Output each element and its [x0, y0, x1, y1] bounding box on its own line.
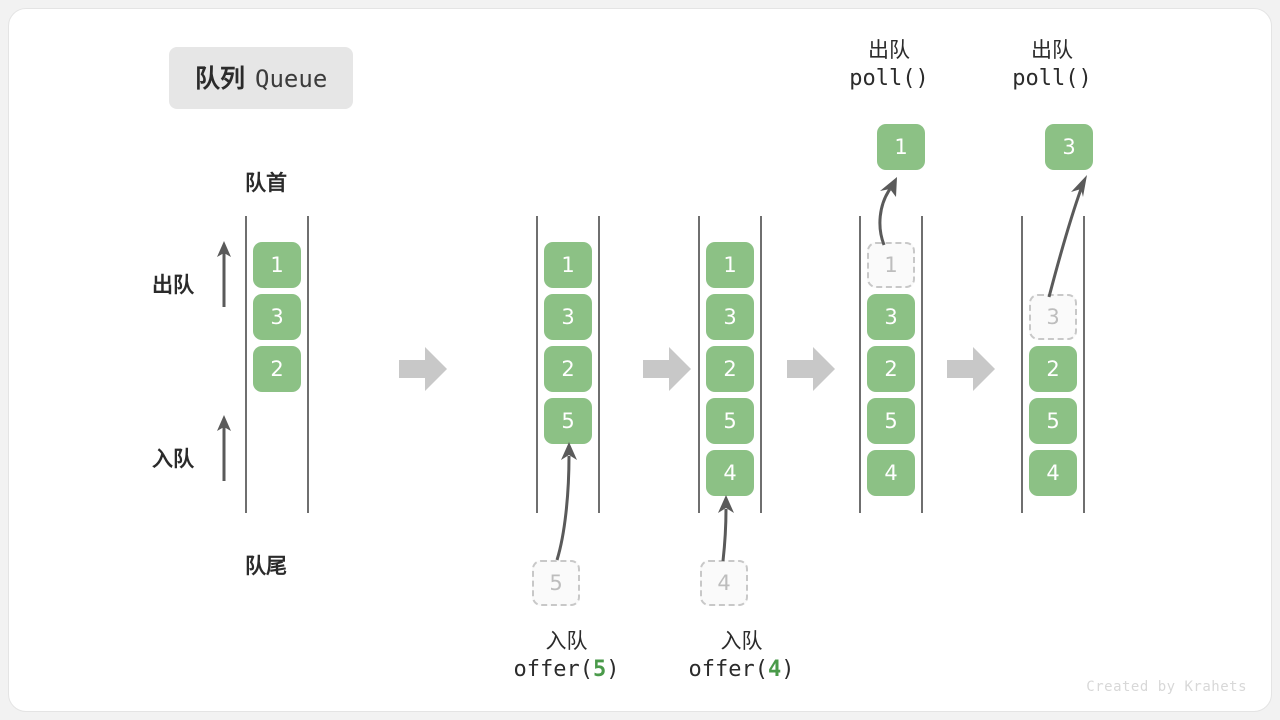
enqueue-arrow	[718, 495, 734, 562]
queue-rail-left	[698, 216, 700, 513]
operation-cn: 入队	[720, 629, 763, 653]
queue-cell: 4	[706, 450, 754, 496]
queue-cell: 2	[706, 346, 754, 392]
queue-cell: 3	[706, 294, 754, 340]
removed-element-ghost: 1	[867, 242, 915, 288]
queue-rail-left	[859, 216, 861, 513]
operation-label-offer5: 入队 offer(5)	[459, 627, 674, 685]
operation-code: offer(4)	[688, 657, 795, 683]
queue-rail-right	[760, 216, 762, 513]
operation-code: poll()	[849, 66, 929, 92]
queue-rail-left	[1021, 216, 1023, 513]
queue-cell: 3	[867, 294, 915, 340]
queue-cell: 3	[253, 294, 301, 340]
operation-code: offer(5)	[513, 657, 620, 683]
operation-cn: 入队	[545, 629, 588, 653]
queue-rail-right	[598, 216, 600, 513]
operation-label-poll2: 出队 poll()	[972, 36, 1132, 94]
popped-element: 3	[1045, 124, 1093, 170]
diagram-canvas: 队列 Queue 队首 队尾 出队 入队 1 3 2 1 3 2 5 5	[8, 8, 1272, 712]
queue-cell: 5	[544, 398, 592, 444]
queue-rail-right	[307, 216, 309, 513]
queue-head-label: 队首	[245, 171, 287, 195]
enqueue-direction-label: 入队	[152, 447, 194, 471]
dequeue-direction-label: 出队	[152, 273, 194, 297]
footer-credit: Created by Krahets	[1086, 679, 1247, 695]
queue-cell: 5	[1029, 398, 1077, 444]
popped-element: 1	[877, 124, 925, 170]
operation-cn: 出队	[1031, 38, 1073, 62]
queue-rail-right	[921, 216, 923, 513]
queue-cell: 2	[253, 346, 301, 392]
title-english: Queue	[255, 65, 328, 93]
step-arrow-icon	[399, 347, 447, 391]
enqueue-direction-arrow	[217, 415, 231, 481]
incoming-element-ghost: 5	[532, 560, 580, 606]
dequeue-arrow	[1047, 175, 1087, 298]
queue-cell: 5	[706, 398, 754, 444]
diagram-title-badge: 队列 Queue	[169, 47, 354, 109]
dequeue-direction-arrow	[217, 241, 231, 307]
queue-cell: 1	[706, 242, 754, 288]
operation-cn: 出队	[868, 38, 910, 62]
operation-label-poll1: 出队 poll()	[809, 36, 969, 94]
queue-rail-left	[536, 216, 538, 513]
queue-cell: 2	[544, 346, 592, 392]
title-chinese: 队列	[195, 64, 246, 93]
operation-label-offer4: 入队 offer(4)	[634, 627, 849, 685]
queue-tail-label: 队尾	[245, 554, 287, 578]
operation-code: poll()	[1012, 66, 1092, 92]
queue-cell: 4	[867, 450, 915, 496]
queue-cell: 1	[544, 242, 592, 288]
step-arrow-icon	[947, 347, 995, 391]
queue-cell: 1	[253, 242, 301, 288]
queue-rail-left	[245, 216, 247, 513]
enqueue-arrow	[555, 442, 577, 561]
queue-cell: 2	[867, 346, 915, 392]
queue-cell: 4	[1029, 450, 1077, 496]
incoming-element-ghost: 4	[700, 560, 748, 606]
step-arrow-icon	[643, 347, 691, 391]
queue-cell: 5	[867, 398, 915, 444]
queue-cell: 3	[544, 294, 592, 340]
removed-element-ghost: 3	[1029, 294, 1077, 340]
dequeue-arrow	[878, 177, 897, 246]
queue-cell: 2	[1029, 346, 1077, 392]
queue-rail-right	[1083, 216, 1085, 513]
step-arrow-icon	[787, 347, 835, 391]
